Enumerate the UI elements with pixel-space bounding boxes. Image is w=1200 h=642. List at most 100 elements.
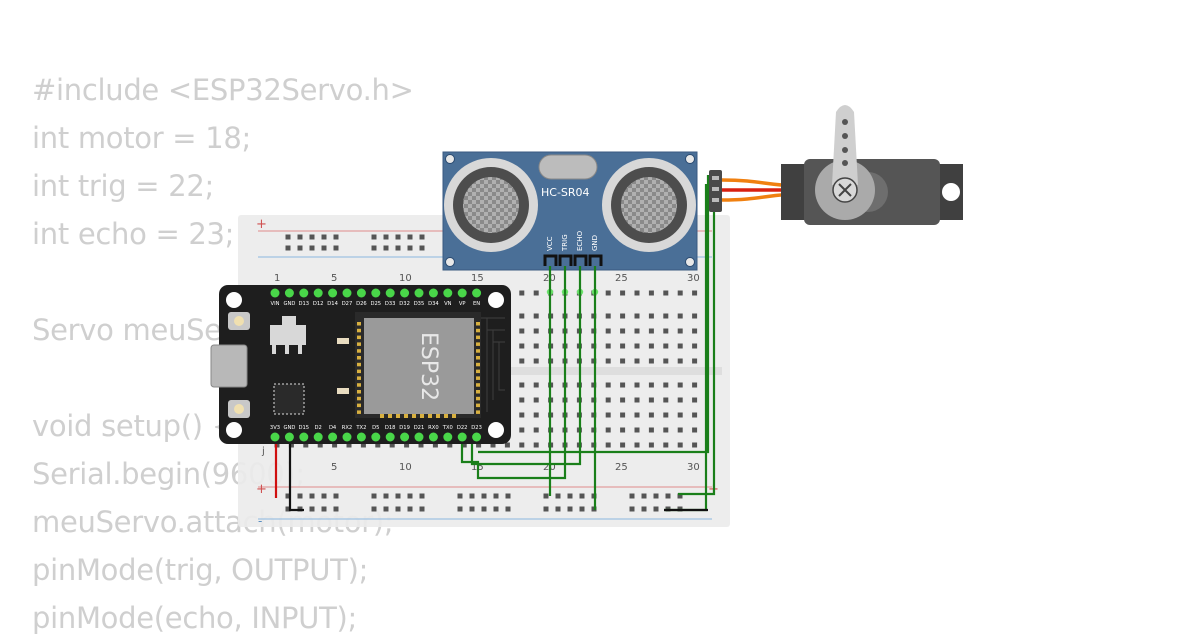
esp32-pin[interactable]: [356, 288, 366, 298]
esp32-pin[interactable]: [385, 432, 395, 442]
esp32-pin[interactable]: [342, 288, 352, 298]
esp32-pin[interactable]: [356, 432, 366, 442]
esp32-pin-label: 3V3: [270, 425, 280, 431]
usb-chip: [273, 383, 305, 415]
esp32-pin[interactable]: [328, 288, 338, 298]
esp32-pin-label: D12: [313, 301, 324, 307]
code-line: pinMode(trig, OUTPUT);: [32, 553, 369, 587]
code-line: pinMode(echo, INPUT);: [32, 601, 357, 635]
esp32-pin[interactable]: [299, 432, 309, 442]
esp32-pin-label: D34: [428, 301, 439, 307]
esp32-pin-label: VP: [459, 301, 466, 307]
esp32-pin-label: D22: [457, 425, 468, 431]
col-number-1: 1: [274, 273, 280, 284]
col-number-bottom-5: 5: [331, 462, 337, 473]
esp32-pin[interactable]: [472, 288, 482, 298]
esp32-pin-label: GND: [283, 301, 295, 307]
esp32-pin-label: D23: [471, 425, 482, 431]
esp32-pin-label: D26: [356, 301, 367, 307]
esp32-pin[interactable]: [385, 288, 395, 298]
esp32-pin[interactable]: [313, 432, 323, 442]
esp32-pin[interactable]: [270, 288, 280, 298]
crystal-oscillator: [538, 154, 598, 180]
esp32-pin[interactable]: [371, 288, 381, 298]
esp32-pin[interactable]: [270, 432, 280, 442]
sensor-pin-vcc-label: VCC: [546, 236, 554, 251]
servo-horn[interactable]: [832, 105, 858, 185]
rail-plus-bottom: +: [256, 482, 267, 497]
esp32-pin-label: D25: [370, 301, 381, 307]
esp32-pin[interactable]: [457, 288, 467, 298]
col-number-bottom-30: 30: [687, 462, 700, 473]
transducer-left: [444, 158, 538, 252]
sensor-name: HC-SR04: [541, 186, 590, 199]
esp32-pin-label: D27: [342, 301, 353, 307]
wire-echo: [470, 266, 582, 466]
servo-motor[interactable]: [709, 105, 963, 225]
wire-servo-vcc: [678, 180, 716, 496]
esp32-pin[interactable]: [457, 432, 467, 442]
col-number-bottom-10: 10: [399, 462, 412, 473]
esp32-pin[interactable]: [428, 432, 438, 442]
wire-gnd-esp: [288, 440, 304, 512]
esp32-pin-label: D35: [414, 301, 425, 307]
esp32-pin-label: D32: [399, 301, 410, 307]
wires: [274, 175, 716, 512]
esp32-pin-label: D5: [372, 425, 379, 431]
sensor-pin-gnd-label: GND: [591, 235, 599, 251]
voltage-regulator: [270, 325, 306, 345]
esp32-pin[interactable]: [443, 288, 453, 298]
sensor-pin-echo-label: ECHO: [576, 230, 584, 251]
sensor-header: [543, 254, 603, 266]
transducer-right: [602, 158, 696, 252]
esp32-pin-label: D13: [298, 301, 309, 307]
esp32-pin-label: GND: [283, 425, 295, 431]
wire-servo-signal: [478, 175, 710, 454]
esp32-pin-label: D33: [385, 301, 396, 307]
esp32-pin-label: VN: [444, 301, 452, 307]
esp32-pin-label: EN: [473, 301, 480, 307]
esp32-pin[interactable]: [299, 288, 309, 298]
esp32-pin-label: D4: [329, 425, 337, 431]
ultrasonic-sensor[interactable]: HC-SR04 VCC TRIG ECHO GND: [442, 151, 698, 271]
rail-minus-bottom: -: [258, 514, 262, 528]
esp32-pin-label: D14: [327, 301, 338, 307]
esp32-pin-label: D15: [298, 425, 309, 431]
esp32-pin[interactable]: [284, 288, 294, 298]
code-line: int echo = 23;: [32, 217, 235, 251]
esp32-pin[interactable]: [328, 432, 338, 442]
esp32-pin-label: RX2: [342, 425, 352, 431]
row-letter-j: j: [261, 446, 265, 457]
col-number-5: 5: [331, 273, 337, 284]
usb-port: [210, 344, 248, 388]
esp32-pin[interactable]: [414, 432, 424, 442]
esp32-pin-label: TX0: [442, 425, 453, 431]
antenna-trace: [481, 317, 505, 412]
col-number-30: 30: [687, 273, 700, 284]
esp32-pin[interactable]: [428, 288, 438, 298]
col-number-15: 15: [471, 273, 484, 284]
esp32-pin[interactable]: [472, 432, 482, 442]
esp32-pin[interactable]: [342, 432, 352, 442]
sensor-pin-trig-label: TRIG: [561, 234, 569, 252]
esp32-pin[interactable]: [443, 432, 453, 442]
esp32-pin[interactable]: [313, 288, 323, 298]
code-line: int trig = 22;: [32, 169, 214, 203]
esp32-pin[interactable]: [400, 432, 410, 442]
esp32-pin[interactable]: [414, 288, 424, 298]
code-line: #include <ESP32Servo.h>: [32, 73, 414, 107]
code-line: int motor = 18;: [32, 121, 251, 155]
rail-plus-top: +: [256, 217, 267, 232]
esp32-label: ESP32: [416, 332, 441, 401]
esp32-pin[interactable]: [371, 432, 381, 442]
esp32-pin[interactable]: [284, 432, 294, 442]
esp32-pin[interactable]: [400, 288, 410, 298]
wire-trig: [460, 266, 567, 480]
col-number-bottom-25: 25: [615, 462, 628, 473]
servo-screw-icon: [838, 183, 852, 197]
esp32-pin-label: RX0: [428, 425, 438, 431]
